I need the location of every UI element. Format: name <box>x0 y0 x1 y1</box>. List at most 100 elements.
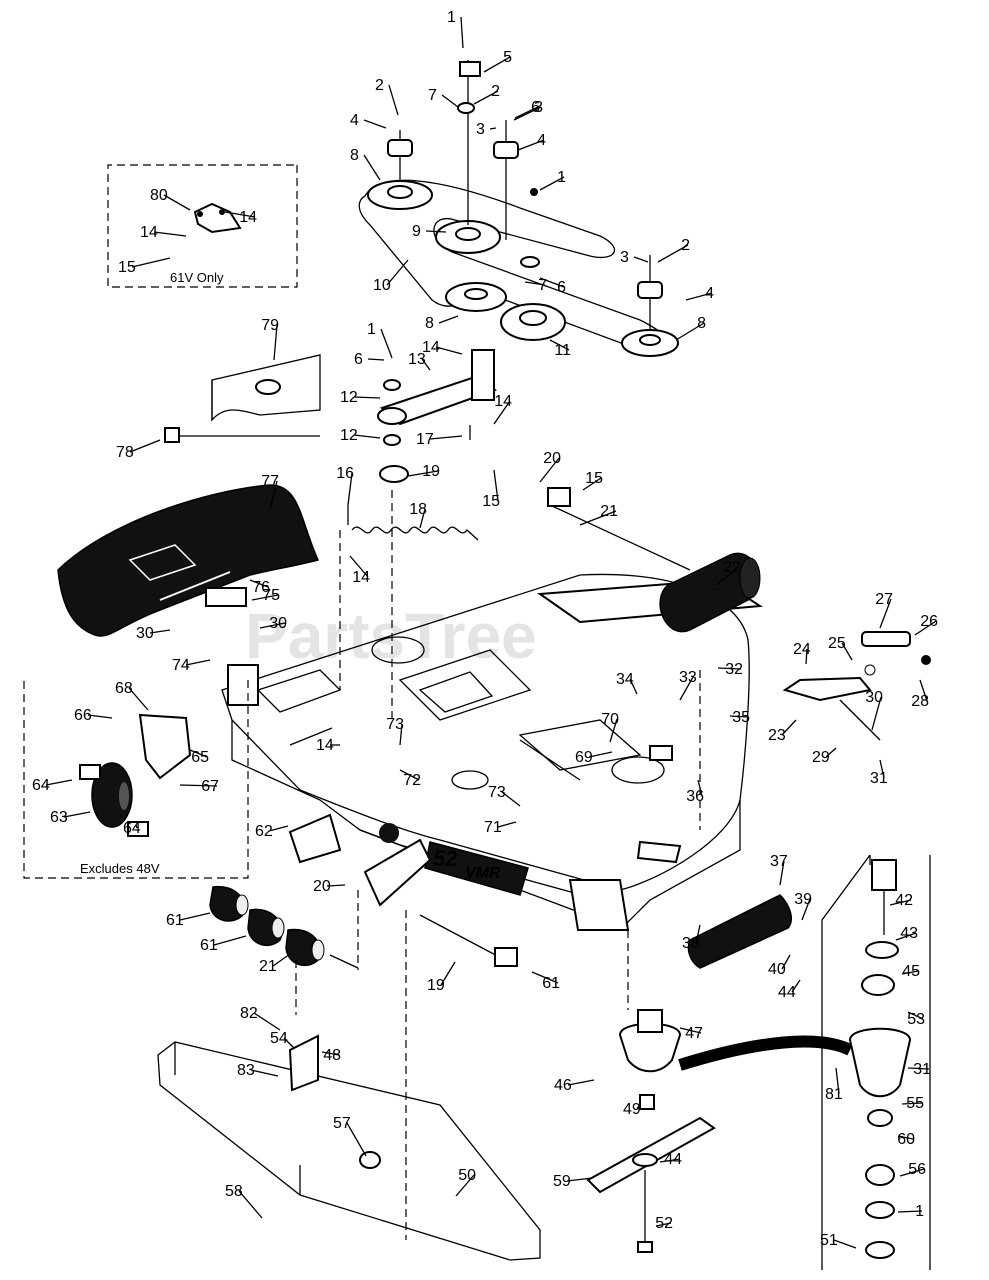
callout-leader <box>524 281 546 286</box>
callout-leader <box>897 1135 914 1140</box>
callout-number: 70 <box>601 711 619 728</box>
callout-leader <box>871 696 882 731</box>
callout-leader <box>539 277 565 288</box>
callout-leader <box>609 718 618 743</box>
callout-leader <box>657 244 689 263</box>
deck-bumper <box>687 894 792 969</box>
rear-roller <box>547 487 761 633</box>
callout-leader <box>128 687 149 711</box>
callout-number: 67 <box>201 778 219 795</box>
callout-leader <box>189 749 208 758</box>
callout-number: 64 <box>123 820 141 837</box>
callout-leader <box>899 1168 925 1177</box>
callout-leader <box>353 434 381 439</box>
callout-number: 9 <box>412 223 421 240</box>
callout-leader <box>349 555 369 578</box>
callout-leader <box>438 315 459 324</box>
deck-brand: VMR <box>465 865 501 882</box>
callout-leader <box>791 979 801 993</box>
callout-leader <box>679 1027 702 1034</box>
callout-number: 7 <box>428 87 437 104</box>
discharge-chute <box>57 354 321 637</box>
belt-drive-assembly <box>358 60 679 357</box>
callout-number: 72 <box>403 772 421 789</box>
callout-leader <box>399 723 403 746</box>
callout-leader <box>781 954 791 970</box>
callout-leader <box>149 629 171 634</box>
callout-leader <box>407 470 439 477</box>
callout-number: 32 <box>725 661 743 678</box>
callout-leader <box>907 1067 930 1070</box>
callout-number: 37 <box>770 853 788 870</box>
callout-leader <box>901 1102 923 1105</box>
callout-leader <box>440 961 456 986</box>
callout-leader <box>889 899 912 906</box>
callout-leader <box>163 194 191 211</box>
callout-number: 8 <box>697 315 706 332</box>
callout-number: 44 <box>778 984 796 1001</box>
callout-number: 8 <box>350 147 359 164</box>
callout-leader <box>493 469 499 502</box>
callout-leader <box>179 912 211 921</box>
callout-leader <box>781 719 797 736</box>
assembly-guide-lines <box>295 490 701 1240</box>
callout-number: 73 <box>488 784 506 801</box>
callout-number: 4 <box>350 112 359 129</box>
callout-number: 48 <box>323 1047 341 1064</box>
callout-leader <box>253 1012 281 1031</box>
callout-leader <box>636 1103 641 1110</box>
callout-number: 6 <box>354 351 363 368</box>
callout-leader <box>901 970 919 975</box>
callout-number: 43 <box>900 925 918 942</box>
callout-number: 71 <box>484 819 502 836</box>
callout-leader <box>566 1177 593 1182</box>
callout-number: 10 <box>373 277 391 294</box>
callout-number: 69 <box>575 749 593 766</box>
callout-leader <box>513 106 542 121</box>
callout-number: 65 <box>191 749 209 766</box>
callout-leader <box>825 747 837 758</box>
callout-number: 58 <box>225 1183 243 1200</box>
callout-number: 64 <box>32 777 50 794</box>
spindle-detail-inset <box>821 854 931 1270</box>
callout-number: 18 <box>409 501 427 518</box>
callout-number: 66 <box>74 707 92 724</box>
callout-leader <box>363 119 387 129</box>
callout-number: 11 <box>554 342 571 359</box>
callout-number: 25 <box>828 635 846 652</box>
callout-number: 1 <box>915 1203 924 1220</box>
callout-leader <box>801 898 811 921</box>
callout-leader <box>441 94 459 108</box>
callout-leader <box>895 932 917 941</box>
callout-leader <box>489 127 497 130</box>
callout-number: 8 <box>425 315 434 332</box>
callout-leader <box>347 472 353 506</box>
callout-number: 7 <box>538 277 547 294</box>
callout-number: 1 <box>367 321 376 338</box>
callout-number: 61 <box>200 937 218 954</box>
callout-number: 63 <box>50 809 68 826</box>
callout-number: 51 <box>820 1232 838 1249</box>
callout-number: 75 <box>262 587 280 604</box>
callout-leader <box>129 439 161 453</box>
callout-number: 15 <box>482 493 500 510</box>
callout-number: 73 <box>386 716 404 733</box>
callout-number: 13 <box>408 351 426 368</box>
callout-leader <box>567 1079 595 1086</box>
callout-leader <box>386 259 409 286</box>
front-brackets <box>288 813 518 967</box>
callout-leader <box>805 648 808 665</box>
callout-leader <box>779 860 785 886</box>
callout-leader <box>283 1037 295 1049</box>
callout-leader <box>251 594 279 601</box>
callout-number: 46 <box>554 1077 572 1094</box>
callout-leader <box>531 971 559 984</box>
callout-number: 26 <box>920 613 938 630</box>
callout-number: 3 <box>476 121 485 138</box>
callout-leader <box>679 676 694 701</box>
callout-leader <box>399 769 420 781</box>
callout-number: 38 <box>682 935 700 952</box>
callout-leader <box>695 924 701 944</box>
callout-number: 50 <box>458 1167 476 1184</box>
callout-leader <box>833 1239 857 1249</box>
